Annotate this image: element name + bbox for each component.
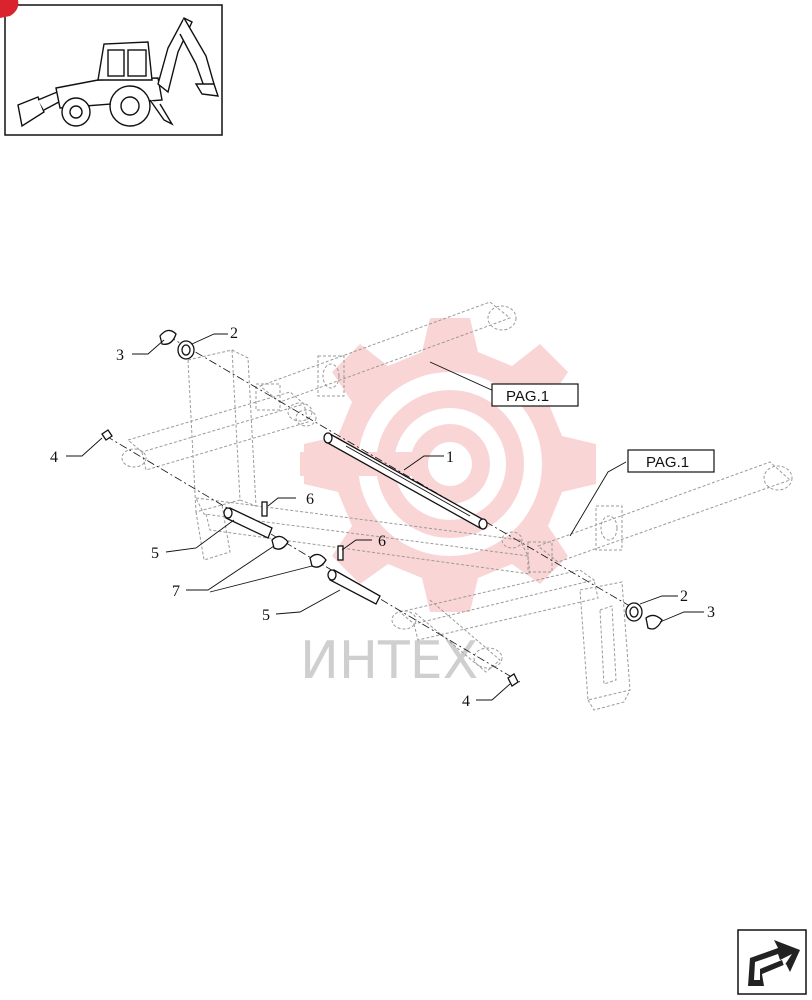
pag-ref-right[interactable]: PAG.1 — [627, 449, 715, 473]
watermark-text: ИНТЕХ — [300, 631, 478, 691]
pag-ref-upper[interactable]: PAG.1 — [491, 383, 579, 407]
main-pin[interactable] — [323, 432, 488, 530]
callout-5-left: 5 — [151, 545, 159, 562]
washer-upper[interactable] — [177, 340, 195, 360]
callout-4-left: 4 — [50, 449, 58, 466]
clip-right[interactable] — [645, 614, 663, 630]
pag-ref-upper-label: PAG.1 — [506, 388, 549, 405]
callout-6-right: 6 — [378, 533, 386, 550]
clip-upper[interactable] — [159, 329, 177, 345]
roll-pin-left[interactable] — [261, 501, 268, 517]
retainer-ring-right[interactable] — [309, 553, 327, 568]
pag-ref-right-label: PAG.1 — [646, 454, 689, 471]
next-page-button[interactable] — [737, 929, 807, 995]
callout-4-right: 4 — [462, 693, 470, 710]
retainer-ring-left[interactable] — [271, 535, 289, 550]
callout-1: 1 — [446, 449, 454, 466]
backhoe-loader-icon — [17, 17, 220, 128]
grease-fitting-left[interactable] — [101, 429, 113, 441]
frame-ghost — [121, 301, 793, 711]
callout-5-right: 5 — [262, 607, 270, 624]
grease-fitting-right[interactable] — [507, 673, 519, 687]
pin-axis-line — [167, 335, 641, 613]
washer-right[interactable] — [625, 602, 643, 622]
callout-2-right: 2 — [680, 588, 688, 605]
callout-2-upper: 2 — [230, 325, 238, 342]
callout-3-upper: 3 — [116, 347, 124, 364]
callout-3-right: 3 — [707, 604, 715, 621]
machine-thumbnail[interactable] — [4, 4, 223, 136]
callout-7: 7 — [172, 583, 180, 600]
small-pin-right[interactable] — [327, 569, 381, 605]
roll-pin-right[interactable] — [337, 545, 344, 561]
callout-6-left: 6 — [306, 491, 314, 508]
small-pin-left[interactable] — [223, 507, 273, 539]
red-corner-badge — [0, 0, 19, 18]
leader-lines — [66, 333, 704, 701]
